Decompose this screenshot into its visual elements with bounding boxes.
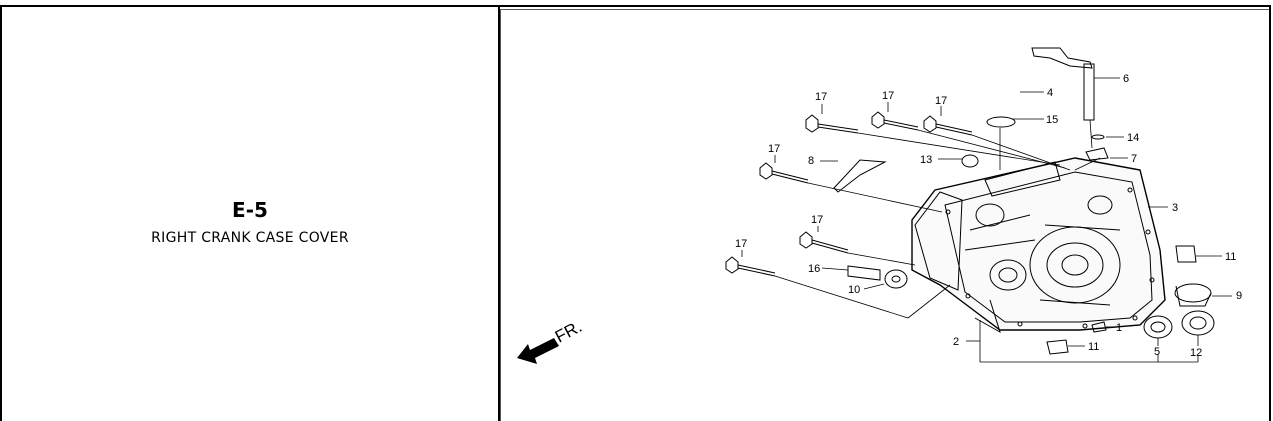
section-title: RIGHT CRANK CASE COVER [151,230,349,246]
callout-14: 14 [1127,132,1139,144]
callout-17: 17 [815,91,827,103]
callout-13: 13 [920,154,932,166]
callout-16: 16 [808,263,820,275]
bolt-drawings [725,111,973,277]
callout-7: 7 [1131,153,1137,165]
direction-label: FR. [552,317,585,347]
callout-17: 17 [935,95,947,107]
callout-17: 17 [735,238,747,250]
callout-17: 17 [811,214,823,226]
callout-5: 5 [1154,346,1160,358]
callout-11: 11 [1225,251,1236,263]
part-callouts: 17 17 17 17 17 17 8 13 4 15 6 14 7 3 11 … [735,73,1242,359]
crank-case-cover-drawing [911,157,1166,334]
callout-12: 12 [1190,347,1202,359]
section-info-panel: E-5 RIGHT CRANK CASE COVER [2,7,498,421]
callout-8: 8 [808,155,814,167]
page-frame [0,5,1271,421]
callout-11: 11 [1088,341,1099,353]
callout-2: 2 [953,336,959,348]
callout-6: 6 [1123,73,1129,85]
callout-4: 4 [1047,87,1053,99]
callout-1: 1 [1116,322,1122,334]
callout-10: 10 [848,284,860,296]
callout-15: 15 [1046,114,1058,126]
section-code: E-5 [232,198,268,222]
panel-divider [498,7,500,421]
callout-17: 17 [882,90,894,102]
leader-lines [741,77,1232,363]
callout-9: 9 [1236,290,1242,302]
diagram-panel [500,9,1269,421]
callout-17: 17 [768,143,780,155]
front-direction-arrow: FR. [517,317,585,364]
callout-3: 3 [1172,202,1178,214]
